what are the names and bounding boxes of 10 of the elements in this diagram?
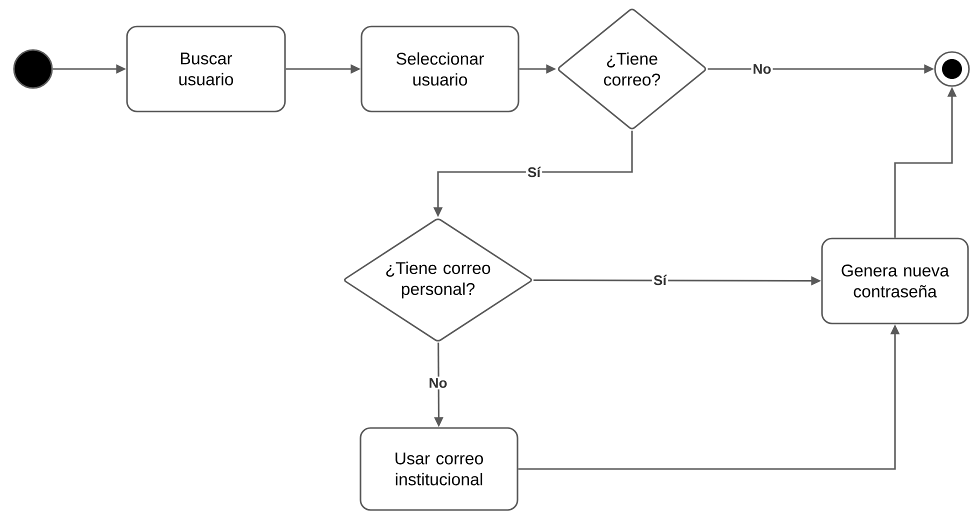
action-box: Usar correo institucional bbox=[360, 427, 518, 511]
end-node bbox=[934, 51, 970, 87]
start-node bbox=[13, 49, 53, 89]
action-box: Buscar usuario bbox=[126, 26, 286, 112]
edge-label: Sí bbox=[652, 273, 668, 287]
edge-label: No bbox=[427, 376, 449, 390]
action-box: Seleccionar usuario bbox=[360, 26, 520, 112]
action-box: Genera nueva contraseña bbox=[821, 238, 969, 324]
edge-label: No bbox=[751, 62, 773, 76]
edge-label: Sí bbox=[526, 165, 542, 179]
